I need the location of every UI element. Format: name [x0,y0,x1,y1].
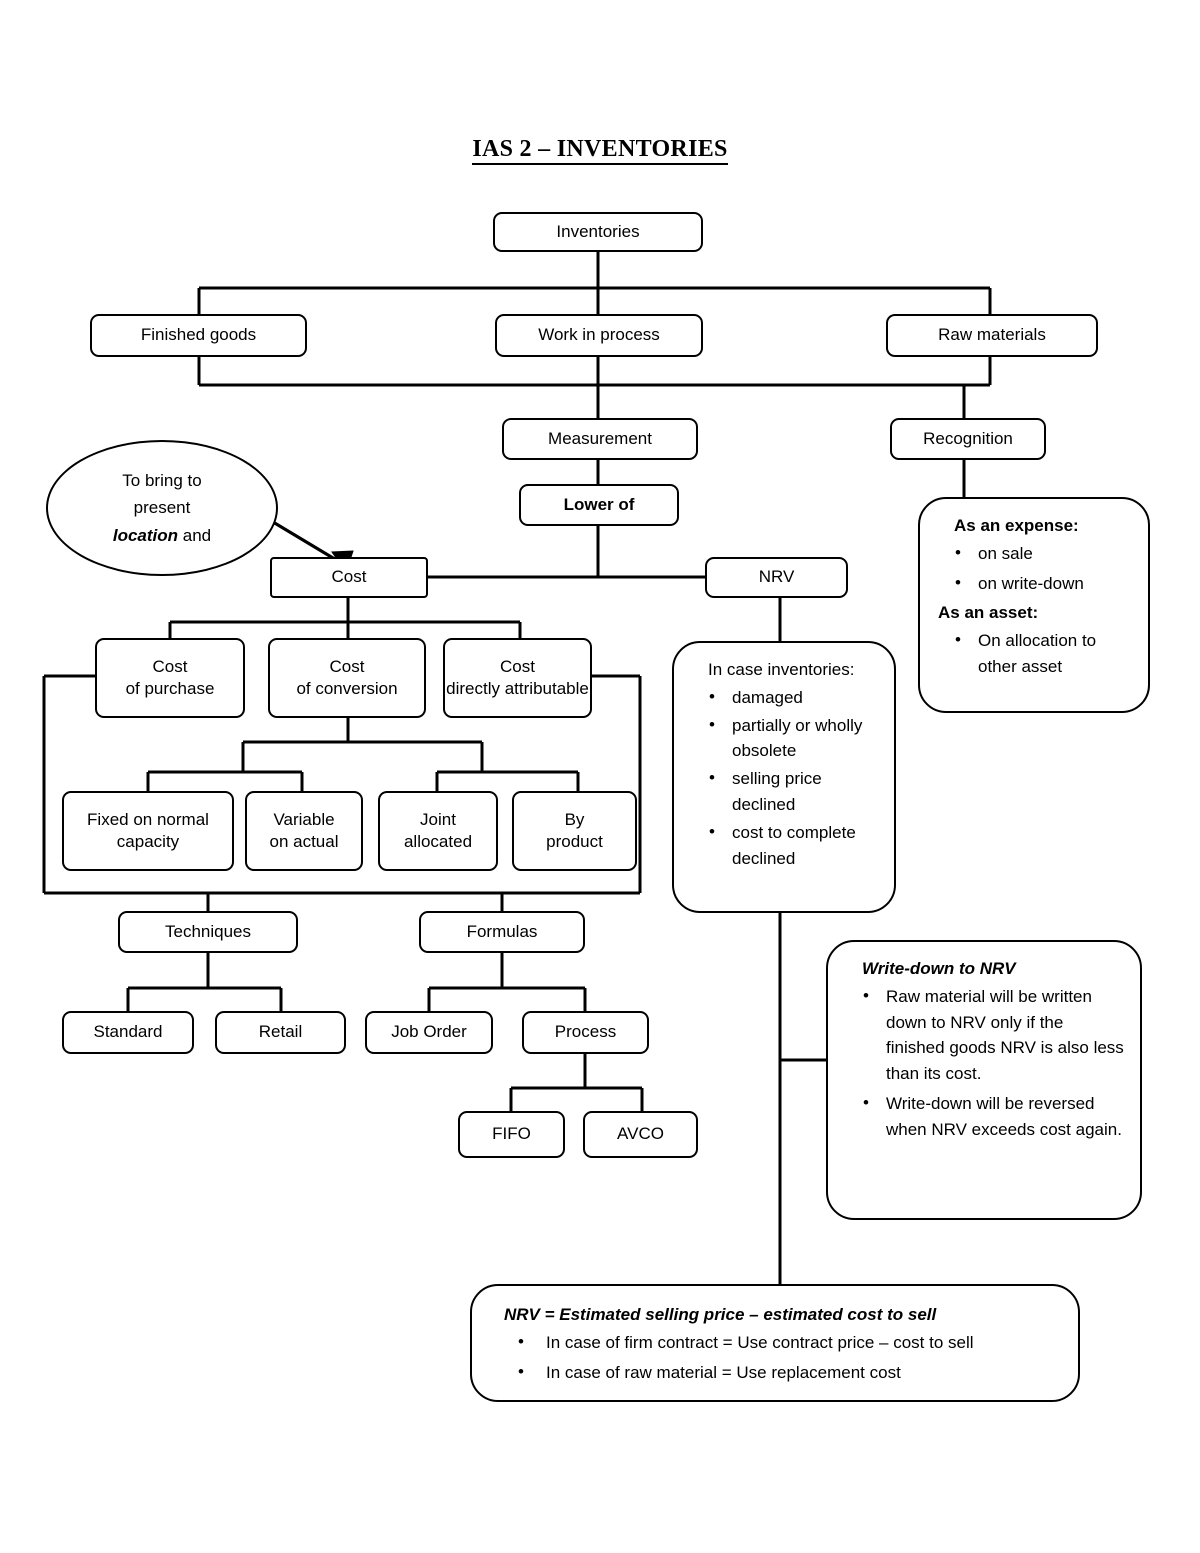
node-formulas-label: Formulas [466,921,538,941]
oval-line-2: present [133,498,191,518]
panel-expense-list: on sale on write-down [938,540,1132,597]
node-lower-of[interactable]: Lower of [519,484,679,526]
panel-recognition-expense-asset[interactable]: As an expense: on sale on write-down As … [918,497,1150,713]
oval-line-3-italic: location [112,525,179,545]
node-measurement-label: Measurement [548,428,652,448]
list-item: On allocation to other asset [955,627,1132,680]
list-item: on write-down [955,570,1132,597]
node-recognition[interactable]: Recognition [890,418,1046,460]
oval-line-1: To bring to [122,470,202,490]
node-fifo-label: FIFO [492,1124,531,1144]
list-item: Raw material will be written down to NRV… [863,983,1124,1087]
panel-heading-write-down-to-nrv: Write-down to NRV [862,959,1016,978]
panel-nrv-formula[interactable]: NRV = Estimated selling price – estimate… [470,1284,1080,1402]
list-item: In case of raw material = Use replacemen… [518,1359,1062,1386]
node-finished-goods[interactable]: Finished goods [90,314,307,357]
node-raw-materials-label: Raw materials [938,325,1046,345]
node-process[interactable]: Process [522,1011,649,1054]
node-recognition-label: Recognition [923,428,1013,448]
node-cost[interactable]: Cost [270,557,428,598]
panel-heading-in-case-inventories: In case inventories: [708,660,855,679]
node-job-order[interactable]: Job Order [365,1011,493,1054]
panel-incase-list: damaged partially or wholly obsolete sel… [692,684,878,872]
node-techniques-label: Techniques [164,921,251,941]
panel-heading-as-an-asset: As an asset: [938,603,1039,623]
node-lower-of-label: Lower of [563,494,635,514]
node-inventories-label: Inventories [556,221,640,241]
node-inventories[interactable]: Inventories [493,212,703,252]
node-avco[interactable]: AVCO [583,1111,698,1158]
node-cost-label: Cost [331,567,367,587]
node-nrv[interactable]: NRV [705,557,848,598]
node-process-label: Process [554,1022,617,1042]
panel-asset-list: On allocation to other asset [938,627,1132,680]
oval-line-3: location and [113,522,211,550]
node-fifo[interactable]: FIFO [458,1111,565,1158]
node-work-in-process[interactable]: Work in process [495,314,703,357]
list-item: Write-down will be reversed when NRV exc… [863,1090,1124,1143]
node-standard-label: Standard [93,1022,163,1042]
node-measurement[interactable]: Measurement [502,418,698,460]
panel-nrv-formula-list: In case of firm contract = Use contract … [490,1329,1062,1386]
node-finished-goods-label: Finished goods [140,325,257,345]
list-item: selling price declined [709,765,878,818]
panel-heading-nrv-formula: NRV = Estimated selling price – estimate… [504,1305,937,1324]
node-raw-materials[interactable]: Raw materials [886,314,1098,357]
node-retail[interactable]: Retail [215,1011,346,1054]
list-item: In case of firm contract = Use contract … [518,1329,1062,1356]
page-title-text: IAS 2 – INVENTORIES [472,136,728,165]
list-item: damaged [709,684,878,711]
node-techniques[interactable]: Techniques [118,911,298,953]
node-oval-location-condition[interactable]: To bring to present location and [46,440,278,576]
page-title: IAS 2 – INVENTORIES [0,136,1200,165]
list-item: partially or wholly obsolete [709,712,878,765]
list-item: cost to complete declined [709,819,878,872]
panel-heading-as-an-expense: As an expense: [954,516,1079,535]
node-retail-label: Retail [258,1022,303,1042]
node-formulas[interactable]: Formulas [419,911,585,953]
panel-write-down-to-nrv[interactable]: Write-down to NRV Raw material will be w… [826,940,1142,1220]
oval-line-3-rest: and [178,525,212,545]
node-avco-label: AVCO [617,1124,664,1144]
panel-writedown-list: Raw material will be written down to NRV… [846,983,1124,1143]
oval-text: To bring to present location and [113,467,211,550]
node-job-order-label: Job Order [391,1022,467,1042]
list-item: on sale [955,540,1132,567]
node-work-in-process-label: Work in process [538,325,660,345]
node-nrv-label: NRV [758,567,795,587]
panel-in-case-inventories[interactable]: In case inventories: damaged partially o… [672,641,896,913]
node-standard[interactable]: Standard [62,1011,194,1054]
